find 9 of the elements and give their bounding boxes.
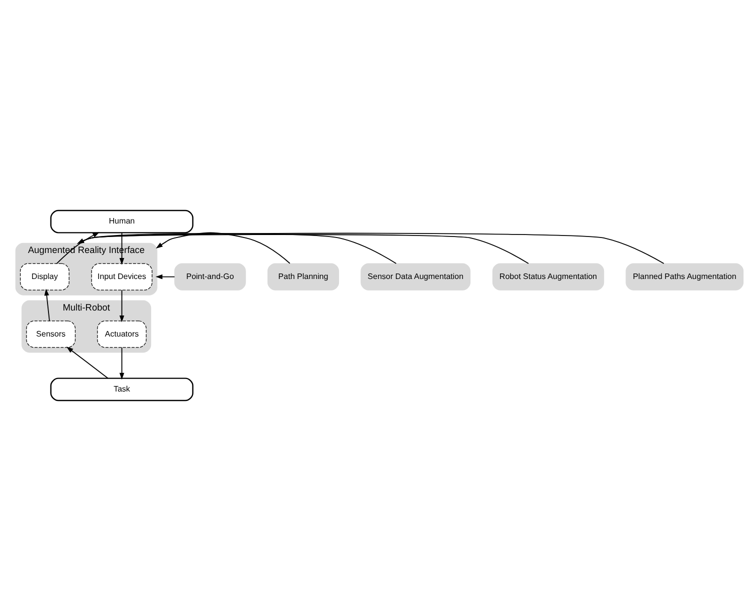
arrow	[77, 234, 529, 264]
arrow	[119, 290, 124, 322]
arrow	[156, 232, 290, 264]
arrow	[66, 346, 108, 379]
arrow	[77, 232, 664, 264]
arrow	[156, 274, 176, 280]
arrow	[44, 288, 50, 322]
arrow	[77, 232, 397, 264]
arrow	[119, 347, 124, 380]
